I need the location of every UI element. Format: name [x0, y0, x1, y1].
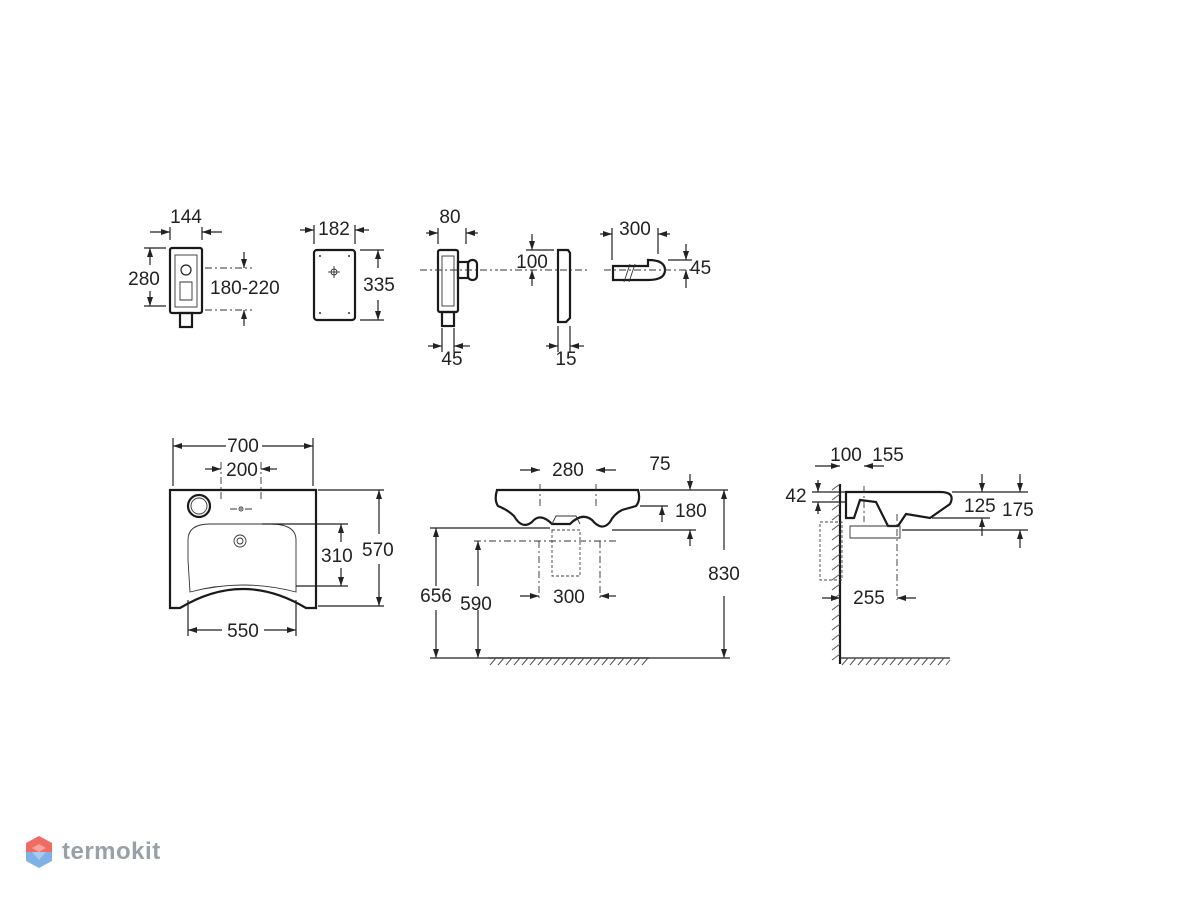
dim-175: 175 — [1002, 500, 1034, 521]
dim-300-pipe: 300 — [619, 219, 651, 240]
dim-590: 590 — [460, 594, 492, 615]
dim-42: 42 — [785, 486, 806, 507]
dim-280: 280 — [128, 269, 160, 290]
dim-700: 700 — [227, 436, 259, 457]
dim-280-taps: 280 — [552, 460, 584, 481]
dim-155: 155 — [872, 445, 904, 466]
dim-100-side: 100 — [830, 445, 862, 466]
dim-570: 570 — [362, 540, 394, 561]
dim-45-pipe: 45 — [690, 258, 711, 279]
basin-top-view: 700 200 570 310 550 — [168, 436, 394, 642]
brand-logo[interactable]: termokit — [24, 832, 161, 872]
dim-80: 80 — [439, 207, 460, 228]
dim-45-base: 45 — [441, 349, 462, 370]
dim-15: 15 — [555, 349, 576, 370]
dim-180-220: 180-220 — [210, 278, 280, 299]
pipe-view: 300 45 — [600, 219, 711, 288]
brand-name: termokit — [62, 838, 161, 865]
dim-255: 255 — [853, 588, 885, 609]
dim-125: 125 — [964, 496, 996, 517]
basin-side-view: 100 155 42 125 175 255 — [785, 445, 1034, 666]
dim-550: 550 — [227, 621, 259, 642]
dim-335: 335 — [363, 275, 395, 296]
dim-100: 100 — [516, 252, 548, 273]
dim-310: 310 — [321, 546, 353, 567]
hexagon-logo-icon — [26, 836, 52, 868]
plate-side-view: 100 15 — [500, 234, 590, 370]
dim-830: 830 — [708, 564, 740, 585]
cover-plate-view: 182 335 — [300, 219, 395, 322]
dim-180: 180 — [675, 501, 707, 522]
dim-200: 200 — [226, 460, 258, 481]
basin-front-view: 280 75 180 656 590 300 830 — [420, 454, 740, 666]
dim-144: 144 — [170, 207, 202, 228]
dim-182: 182 — [318, 219, 350, 240]
dim-656: 656 — [420, 586, 452, 607]
carrier-front-view: 144 280 180-220 — [128, 207, 280, 329]
dim-75: 75 — [649, 454, 670, 475]
floor-hatch — [488, 657, 650, 666]
carrier-side-view: 80 45 — [420, 207, 498, 370]
dim-300-supports: 300 — [553, 587, 585, 608]
